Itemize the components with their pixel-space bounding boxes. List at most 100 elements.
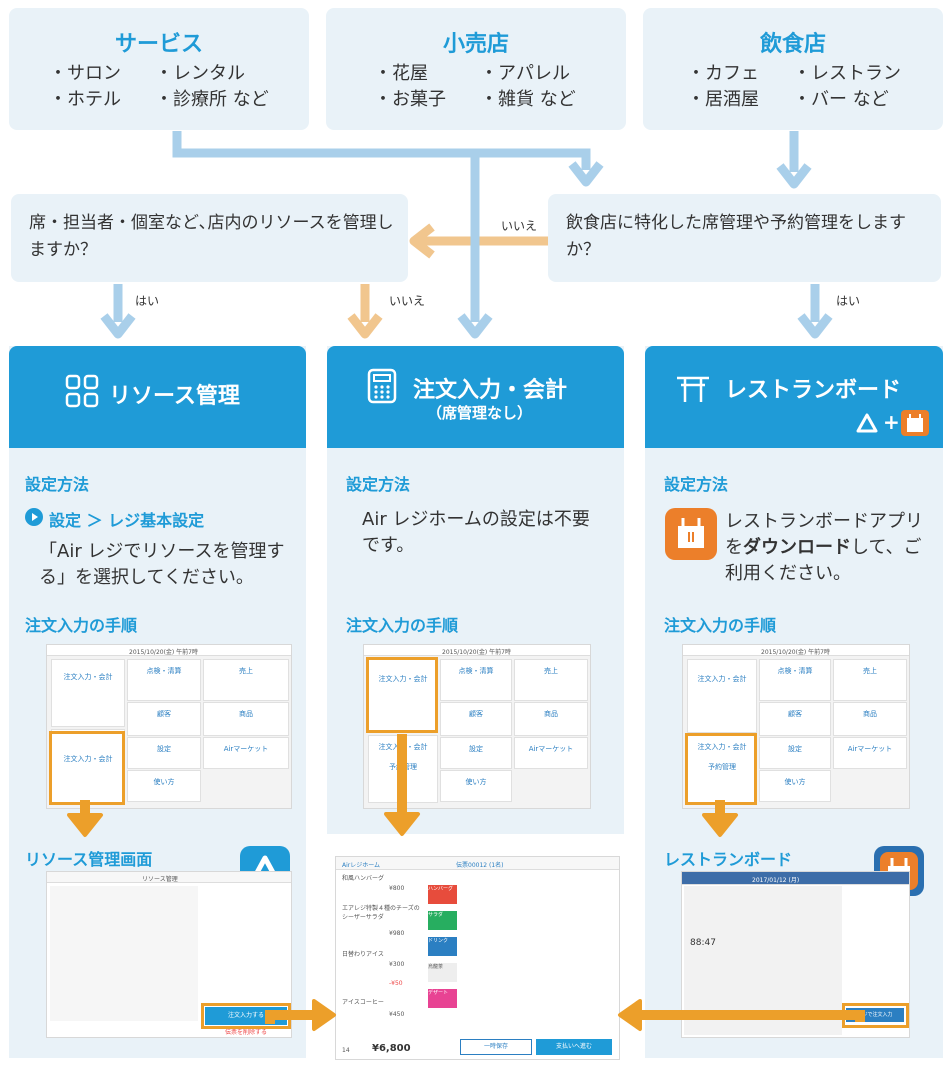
- tile-help[interactable]: 使い方: [759, 770, 831, 802]
- order-item-price: ¥800: [389, 885, 405, 892]
- grid-icon: [65, 374, 99, 408]
- board-date: 2017/01/12 (月): [752, 877, 800, 884]
- tile-sales[interactable]: 売上: [833, 659, 907, 701]
- category-items: ・レンタル ・診療所 など: [155, 63, 269, 110]
- steps-heading: 注文入力の手順: [664, 616, 777, 635]
- order-item-price: ¥450: [389, 1011, 405, 1018]
- answer-yes-label: はい: [135, 294, 160, 308]
- order-item-price: ¥300: [389, 961, 405, 968]
- home-date: 2015/10/20(金) 午前7時: [761, 649, 830, 656]
- category-items: ・花屋 ・お菓子: [374, 63, 446, 110]
- tile-order-resource[interactable]: 注文入力・会計: [51, 729, 125, 803]
- answer-yes-label: はい: [836, 294, 861, 308]
- home-date: 2015/10/20(金) 午前7時: [442, 649, 511, 656]
- play-circle-icon: [25, 508, 43, 526]
- setup-link[interactable]: 設定 ＞ レジ基本設定: [49, 511, 205, 530]
- column-subtitle: （席管理なし）: [427, 404, 533, 422]
- menu-item[interactable]: ハンバーグ: [428, 885, 457, 904]
- category-restaurant: 飲食店 ・カフェ ・居酒屋 ・レストラン ・バー など: [643, 8, 943, 130]
- tile-sales[interactable]: 売上: [514, 659, 588, 701]
- setup-text: 「Air レジでリソースを管理する」を選択してください。: [39, 541, 285, 588]
- setup-text: レストランボードアプリをダウンロードして、ご利用ください。: [725, 509, 933, 587]
- resource-grid: [50, 886, 198, 1021]
- category-retail: 小売店 ・花屋 ・お菓子 ・アパレル ・雑貨 など: [326, 8, 626, 130]
- tile-settings[interactable]: 設定: [440, 737, 512, 769]
- tile-customer[interactable]: 顧客: [440, 702, 512, 736]
- menu-item[interactable]: ドリンク: [428, 937, 457, 956]
- answer-no-label: いいえ: [501, 219, 538, 233]
- restaurant-board-app-icon: [901, 410, 929, 436]
- order-item-price: -¥50: [389, 980, 403, 987]
- category-title: 飲食店: [759, 32, 826, 57]
- delete-slip-link[interactable]: 伝票を削除する: [224, 1029, 267, 1036]
- order-total: ¥6,800: [372, 1043, 411, 1054]
- steps-heading: 注文入力の手順: [25, 616, 138, 635]
- home-screen-board: 2015/10/20(金) 午前7時 注文入力・会計 点検・清算 売上 顧客 商…: [682, 644, 910, 809]
- setup-text-part: して、ご利用ください。: [725, 537, 922, 584]
- category-title: 小売店: [442, 32, 509, 57]
- setup-text: Air レジホームの設定は不要です。: [362, 509, 590, 556]
- category-service: サービス ・サロン ・ホテル ・レンタル ・診療所 など: [9, 8, 309, 130]
- download-emphasis: ダウンロード: [743, 537, 851, 558]
- tile-settings[interactable]: 設定: [759, 737, 831, 769]
- tile-market[interactable]: Airマーケット: [203, 737, 289, 769]
- menu-item[interactable]: サラダ: [428, 911, 457, 930]
- tile-order[interactable]: 注文入力・会計: [51, 659, 125, 727]
- question-resource: 席・担当者・個室など､店内のリソースを管理しますか？: [11, 194, 408, 282]
- question-restaurant: 飲食店に特化した席管理や予約管理をしますか？: [548, 194, 941, 282]
- tile-product[interactable]: 商品: [203, 702, 289, 736]
- column-header: レストランボード +: [645, 346, 943, 448]
- category-items: ・サロン ・ホテル: [49, 63, 121, 110]
- restaurant-board-app-icon: [665, 508, 717, 560]
- calculator-icon: [367, 368, 397, 404]
- setup-text-part: レストランボードアプリを: [725, 511, 923, 558]
- airregi-logo-icon: [856, 413, 878, 433]
- tile-product[interactable]: 商品: [514, 702, 588, 736]
- tile-help[interactable]: 使い方: [127, 770, 201, 802]
- result-heading: リソース管理画面: [25, 850, 153, 869]
- tile-inspect[interactable]: 点検・清算: [127, 659, 201, 701]
- category-title: サービス: [114, 32, 203, 57]
- setup-heading: 設定方法: [25, 475, 90, 494]
- answer-no-label: いいえ: [389, 294, 426, 308]
- column-header: 注文入力・会計 （席管理なし）: [327, 346, 624, 448]
- column-title: リソース管理: [109, 384, 240, 409]
- order-item-name: エアレジ特製４種のチーズのシーザーサラダ: [342, 905, 420, 921]
- menu-item[interactable]: 烏龍茶: [428, 963, 457, 982]
- result-heading: レストランボード: [664, 850, 793, 869]
- highlight-frame: [366, 657, 438, 733]
- tile-inspect[interactable]: 点検・清算: [759, 659, 831, 701]
- tile-customer[interactable]: 顧客: [759, 702, 831, 736]
- menu-item[interactable]: デザート: [428, 989, 457, 1008]
- column-title: 注文入力・会計: [413, 378, 568, 403]
- plus-icon: +: [883, 410, 900, 434]
- column-title: レストランボード: [725, 378, 902, 403]
- order-total-count: 14: [342, 1047, 350, 1054]
- tile-order[interactable]: 注文入力・会計: [368, 659, 438, 733]
- board-time: 88:47: [690, 938, 716, 948]
- column-header: リソース管理: [9, 346, 306, 448]
- hold-button[interactable]: 一時保存: [460, 1039, 532, 1055]
- tile-help[interactable]: 使い方: [440, 770, 512, 802]
- tile-sales[interactable]: 売上: [203, 659, 289, 701]
- setup-heading: 設定方法: [346, 475, 411, 494]
- tile-market[interactable]: Airマーケット: [514, 737, 588, 769]
- pay-button[interactable]: 支払いへ進む: [536, 1039, 612, 1055]
- order-item-list: 和風ハンバーグ ¥800 エアレジ特製４種のチーズのシーザーサラダ ¥980 日…: [339, 871, 425, 1041]
- resource-screen: リソース管理 注文入力する 伝票を削除する: [46, 871, 292, 1038]
- home-screen-resource: 2015/10/20(金) 午前7時 注文入力・会計 点検・清算 売上 顧客 商…: [46, 644, 292, 809]
- tile-customer[interactable]: 顧客: [127, 702, 201, 736]
- steps-heading: 注文入力の手順: [346, 616, 459, 635]
- tile-settings[interactable]: 設定: [127, 737, 201, 769]
- order-item-price: ¥980: [389, 930, 405, 937]
- tile-market[interactable]: Airマーケット: [833, 737, 907, 769]
- tile-order[interactable]: 注文入力・会計: [687, 659, 757, 733]
- tile-product[interactable]: 商品: [833, 702, 907, 736]
- order-back[interactable]: Airレジホーム: [342, 862, 381, 869]
- tile-inspect[interactable]: 点検・清算: [440, 659, 512, 701]
- question-text: 席・担当者・個室など､店内のリソースを管理しますか？: [29, 213, 394, 260]
- category-items: ・アパレル ・雑貨 など: [480, 63, 576, 110]
- order-header: 伝票00012 (1名): [456, 862, 504, 869]
